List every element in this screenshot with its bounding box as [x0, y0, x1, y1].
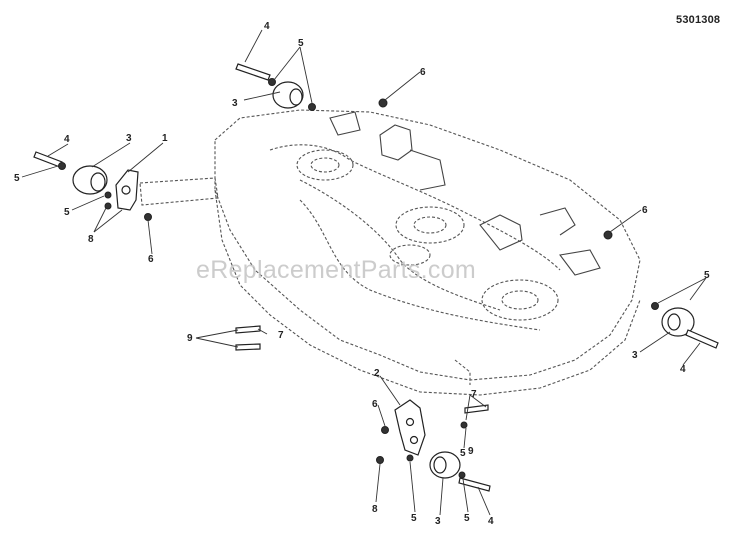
roller-bottom: [429, 451, 461, 479]
callout-5: 5: [14, 173, 20, 184]
callout-7: 7: [278, 330, 284, 341]
mower-deck: [139, 109, 641, 396]
callout-1: 1: [162, 133, 168, 144]
callout-5: 5: [464, 513, 470, 524]
bolts: [33, 63, 719, 492]
callout-3: 3: [632, 350, 638, 361]
callout-5: 5: [704, 270, 710, 281]
callout-4: 4: [680, 364, 686, 375]
callout-8: 8: [88, 234, 94, 245]
callout-5: 5: [64, 207, 70, 218]
callout-6: 6: [148, 254, 154, 265]
callout-3: 3: [126, 133, 132, 144]
callout-7: 7: [471, 389, 477, 400]
roller-right: [661, 307, 695, 337]
callout-4: 4: [64, 134, 70, 145]
callout-3: 3: [232, 98, 238, 109]
callout-2: 2: [374, 368, 380, 379]
callout-9: 9: [468, 446, 474, 457]
leader-lines: [21, 29, 707, 516]
callout-6: 6: [420, 67, 426, 78]
callout-6: 6: [642, 205, 648, 216]
callout-8: 8: [372, 504, 378, 515]
callout-4: 4: [264, 21, 270, 32]
callout-3: 3: [435, 516, 441, 527]
callout-5: 5: [411, 513, 417, 524]
nuts-and-washers: [58, 78, 659, 479]
bracket-rear-anti-scalp: [394, 399, 426, 456]
callout-9: 9: [187, 333, 193, 344]
callout-6: 6: [372, 399, 378, 410]
callout-5: 5: [298, 38, 304, 49]
callout-4: 4: [488, 516, 494, 527]
callout-labels: 1 2 3 3 3 3 4 4 4 4 5 5 5 5 5 5 5 6 6 6 …: [14, 21, 710, 527]
roller-front-left: [72, 165, 108, 195]
bracket-front-anti-scalp: [115, 169, 139, 211]
callout-5: 5: [460, 448, 466, 459]
roller-rear-left: [272, 81, 304, 109]
part-number-label: 5301308: [676, 14, 721, 26]
watermark-text: eReplacementParts.com: [196, 256, 477, 284]
